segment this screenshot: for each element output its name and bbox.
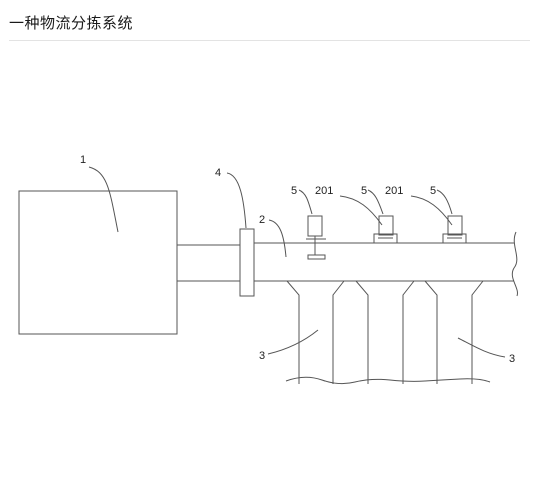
- leader-1: [88, 166, 119, 233]
- label-pusher-1: 201: [315, 185, 333, 197]
- main-box: [18, 190, 178, 335]
- label-sensor-2: 5: [361, 185, 367, 197]
- chute-3-left: [424, 280, 438, 384]
- chute-3-right: [471, 280, 484, 384]
- label-sensor-1: 5: [291, 185, 297, 197]
- title-divider: [9, 40, 530, 41]
- label-chute-left: 3: [259, 350, 265, 362]
- page-title: 一种物流分拣系统: [9, 15, 134, 32]
- coupling: [239, 228, 255, 297]
- sensor-3-body: [447, 215, 463, 236]
- pusher-block: [307, 215, 323, 237]
- leader-4: [226, 172, 247, 229]
- leader-3-right: [457, 337, 506, 358]
- leader-5b: [367, 189, 384, 215]
- label-coupling: 4: [215, 167, 221, 179]
- leader-5c: [436, 189, 453, 215]
- leader-3-left: [267, 329, 319, 355]
- leader-5a: [298, 189, 313, 215]
- chute-break-line: [285, 376, 491, 385]
- label-chute-right: 3: [509, 353, 515, 365]
- sensor-2-body: [378, 215, 394, 236]
- chute-2-left: [355, 280, 369, 384]
- leader-201b: [410, 195, 453, 226]
- leader-2: [268, 219, 287, 258]
- label-main-box: 1: [80, 154, 86, 166]
- label-pusher-2: 201: [385, 185, 403, 197]
- chute-1-right: [332, 280, 345, 384]
- pusher-head: [307, 254, 326, 260]
- chute-1-left: [286, 280, 300, 384]
- chute-2-right: [402, 280, 415, 384]
- sensor-2-base: [373, 233, 398, 244]
- label-conveyor: 2: [259, 214, 265, 226]
- sensor-3-base: [442, 233, 467, 244]
- leader-201a: [339, 195, 383, 226]
- label-sensor-3: 5: [430, 185, 436, 197]
- conveyor-break: [511, 231, 518, 297]
